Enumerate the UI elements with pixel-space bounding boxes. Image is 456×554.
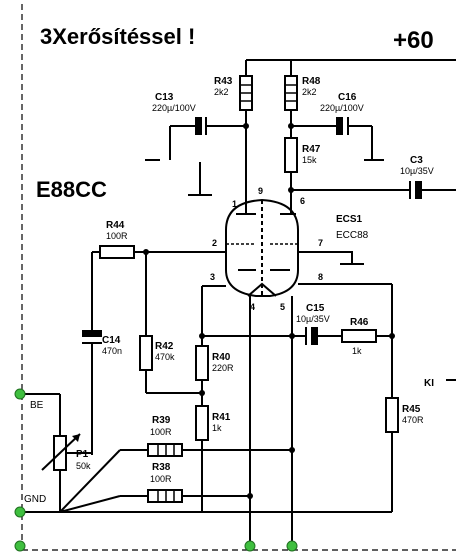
r43-ref: R43 [214,76,233,87]
r44-resistor [91,245,226,330]
r42-resistor [139,252,202,394]
c16-value: 220µ/100V [320,103,364,113]
c3-ref: C3 [410,155,423,166]
p1-ref: P1 [76,449,89,460]
heater-terminal [244,540,256,552]
r41-resistor [195,405,209,512]
r40-resistor [195,285,226,406]
r43-resistor [239,60,253,208]
heater-terminal [286,540,298,552]
junction-dot [288,123,294,129]
ground-symbol [188,162,212,196]
heater-terminal [14,540,26,552]
pin-8: 8 [318,272,323,282]
pin-6: 6 [300,196,305,206]
junction-dot [289,333,295,339]
r40-ref: R40 [212,352,231,363]
supply-voltage-label: +60 [393,27,434,54]
junction-dot [289,447,295,453]
r42-ref: R42 [155,341,174,352]
ground-terminal [14,506,26,518]
r45-resistor [298,283,399,512]
r38-resistor [120,489,250,503]
r47-value: 15k [302,155,317,165]
r43-value: 2k2 [214,87,229,97]
c16-ref: C16 [338,92,357,103]
r38-ref: R38 [152,462,171,473]
r47-resistor [284,137,298,208]
pin-5: 5 [280,302,285,312]
board-border [21,4,456,551]
pin-1: 1 [232,199,237,209]
r46-resistor [341,329,392,343]
r42-value: 470k [155,352,175,362]
c13-value: 220µ/100V [152,103,196,113]
r44-value: 100R [106,231,128,241]
r39-value: 100R [150,427,172,437]
junction-dot [247,493,253,499]
r40-value: 220R [212,363,234,373]
tube-model: ECC88 [336,230,369,241]
r45-value: 470R [402,415,424,425]
r41-value: 1k [212,423,222,433]
r46-value: 1k [352,346,362,356]
header-title: 3Xerősítéssel ! [40,24,195,49]
r39-resistor [120,443,292,457]
p1-potentiometer [20,393,92,512]
ground-wire [59,449,121,513]
junction-dot [243,123,249,129]
c14-value: 470n [102,346,122,356]
pin-7: 7 [318,238,323,248]
c14-ref: C14 [102,335,121,346]
pin-4: 4 [250,302,255,312]
r45-ref: R45 [402,404,421,415]
c13-capacitor [145,117,246,161]
junction-dot [199,390,205,396]
pin-9: 9 [258,186,263,196]
c3-capacitor [291,181,456,199]
p1-value: 50k [76,461,91,471]
tube-type-label: E88CC [36,177,107,202]
r47-ref: R47 [302,144,321,155]
c13-ref: C13 [155,92,174,103]
pin-2: 2 [212,238,217,248]
ground-label: GND [24,494,46,505]
tube-designator: ECS1 [336,214,363,225]
c15-value: 10µ/35V [296,314,330,324]
r41-ref: R41 [212,412,231,423]
r38-value: 100R [150,474,172,484]
c16-capacitor [291,117,384,161]
r46-ref: R46 [350,317,369,328]
input-terminal [14,388,26,400]
r48-ref: R48 [302,76,321,87]
input-label: BE [30,400,44,411]
r48-value: 2k2 [302,87,317,97]
c14-capacitor [82,330,102,455]
pin-3: 3 [210,272,215,282]
r39-ref: R39 [152,415,171,426]
c3-value: 10µ/35V [400,166,434,176]
grid7-ground [298,251,364,265]
c15-capacitor [202,327,342,345]
c15-ref: C15 [306,303,325,314]
junction-dot [288,187,294,193]
r44-ref: R44 [106,220,125,231]
tube-ecc88 [225,198,299,297]
output-label: KI [424,378,434,389]
